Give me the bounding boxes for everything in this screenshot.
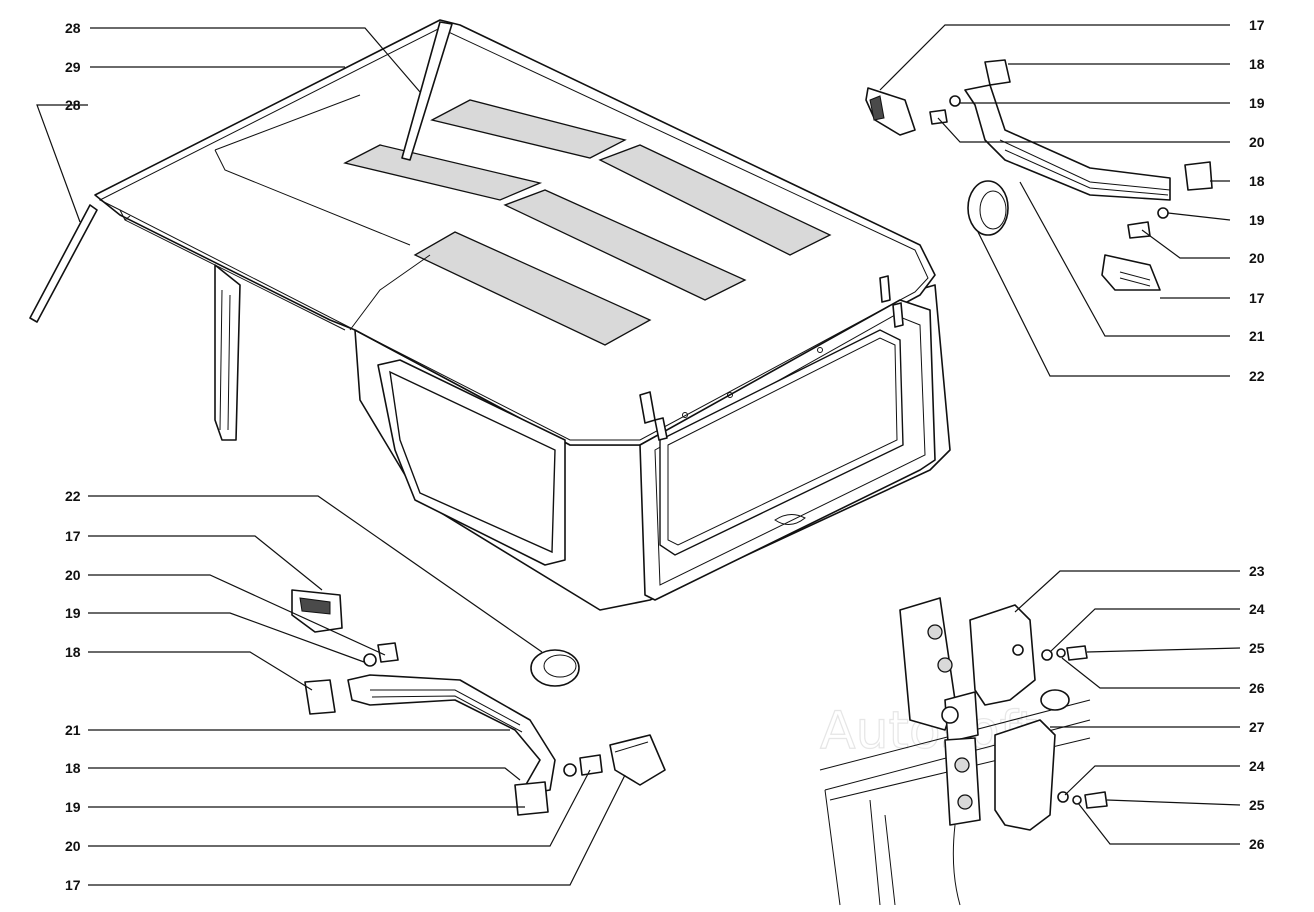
callout-26: 26 [1249, 680, 1265, 696]
callout-18: 18 [1249, 173, 1265, 189]
callout-19: 19 [65, 605, 81, 621]
handle-assembly-bottom-left [291, 589, 666, 816]
hardtop-roof [29, 19, 951, 611]
callout-25: 25 [1249, 640, 1265, 656]
callout-17: 17 [65, 528, 81, 544]
callout-24: 24 [1249, 758, 1265, 774]
callout-20: 20 [65, 567, 81, 583]
callout-20: 20 [65, 838, 81, 854]
callout-19: 19 [1249, 95, 1265, 111]
callout-17: 17 [65, 877, 81, 893]
callout-22: 22 [65, 488, 81, 504]
callout-17: 17 [1249, 290, 1265, 306]
callout-27: 27 [1249, 719, 1265, 735]
callout-26: 26 [1249, 836, 1265, 852]
callout-19: 19 [1249, 212, 1265, 228]
callout-24: 24 [1249, 601, 1265, 617]
leader-lines [36, 24, 1241, 886]
callout-20: 20 [1249, 250, 1265, 266]
callout-29: 29 [65, 59, 81, 75]
callout-18: 18 [1249, 56, 1265, 72]
callout-20: 20 [1249, 134, 1265, 150]
door-hinge-detail [819, 597, 1108, 906]
callout-23: 23 [1249, 563, 1265, 579]
callout-28: 28 [65, 20, 81, 36]
callout-19: 19 [65, 799, 81, 815]
callout-18: 18 [65, 644, 81, 660]
callout-22: 22 [1249, 368, 1265, 384]
callout-25: 25 [1249, 797, 1265, 813]
callout-21: 21 [65, 722, 81, 738]
callout-28: 28 [65, 97, 81, 113]
callout-17: 17 [1249, 17, 1265, 33]
callout-21: 21 [1249, 328, 1265, 344]
callout-18: 18 [65, 760, 81, 776]
callout-labels: 28 29 28 17 18 19 20 18 19 20 17 21 22 2… [65, 17, 1265, 893]
